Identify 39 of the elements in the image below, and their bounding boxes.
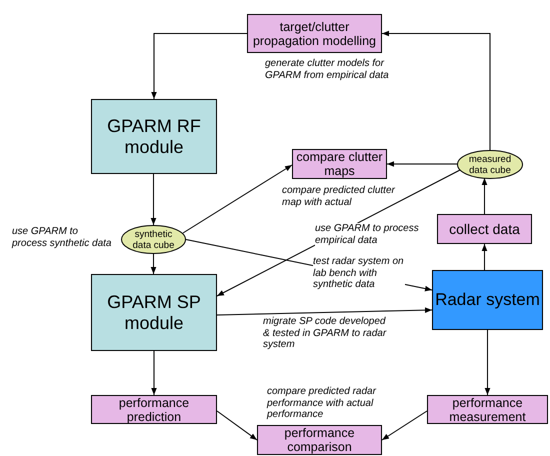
note: compare predicted clutter map with actual bbox=[282, 185, 396, 208]
node-label: synthetic data cube bbox=[132, 228, 176, 250]
arrow bbox=[150, 254, 156, 274]
arrow bbox=[151, 33, 248, 100]
node-label: measured data cube bbox=[468, 154, 512, 176]
note: generate clutter models for GPARM from empirical data bbox=[265, 58, 390, 81]
process-box bbox=[257, 425, 382, 455]
arrow bbox=[182, 164, 292, 234]
data-ellipse bbox=[121, 225, 186, 254]
system-box bbox=[432, 270, 543, 330]
node-label: Radar system bbox=[435, 290, 540, 310]
data-ellipse bbox=[457, 150, 523, 179]
node-label: collect data bbox=[449, 221, 520, 237]
arrow bbox=[150, 174, 156, 226]
module-box bbox=[91, 99, 217, 174]
node-label: compare clutter maps bbox=[295, 150, 384, 178]
arrow bbox=[216, 307, 432, 316]
arrow bbox=[386, 161, 458, 167]
edge-label: test radar system on lab bench with synthetic data bbox=[313, 256, 405, 290]
arrow bbox=[216, 410, 258, 440]
process-box bbox=[437, 214, 532, 244]
module-box bbox=[91, 274, 217, 351]
node-label: performance prediction bbox=[118, 396, 190, 424]
note: compare predicted radar performance with actual performance bbox=[267, 386, 378, 420]
node-label: performance comparison bbox=[283, 426, 356, 454]
note: use GPARM to process synthetic data bbox=[12, 226, 112, 249]
process-box bbox=[91, 395, 217, 424]
arrow bbox=[482, 178, 488, 214]
process-box bbox=[247, 14, 382, 53]
process-box bbox=[427, 395, 548, 424]
node-label: performance measurement bbox=[448, 396, 527, 424]
arrow bbox=[484, 330, 490, 396]
arrow bbox=[482, 244, 488, 270]
arrow bbox=[151, 350, 157, 396]
node-label: GPARM SP module bbox=[106, 292, 202, 334]
node-label: target/clutter propagation modelling bbox=[252, 20, 377, 48]
node-label: GPARM RF module bbox=[106, 116, 202, 158]
arrow bbox=[382, 410, 428, 440]
arrow bbox=[382, 30, 490, 150]
